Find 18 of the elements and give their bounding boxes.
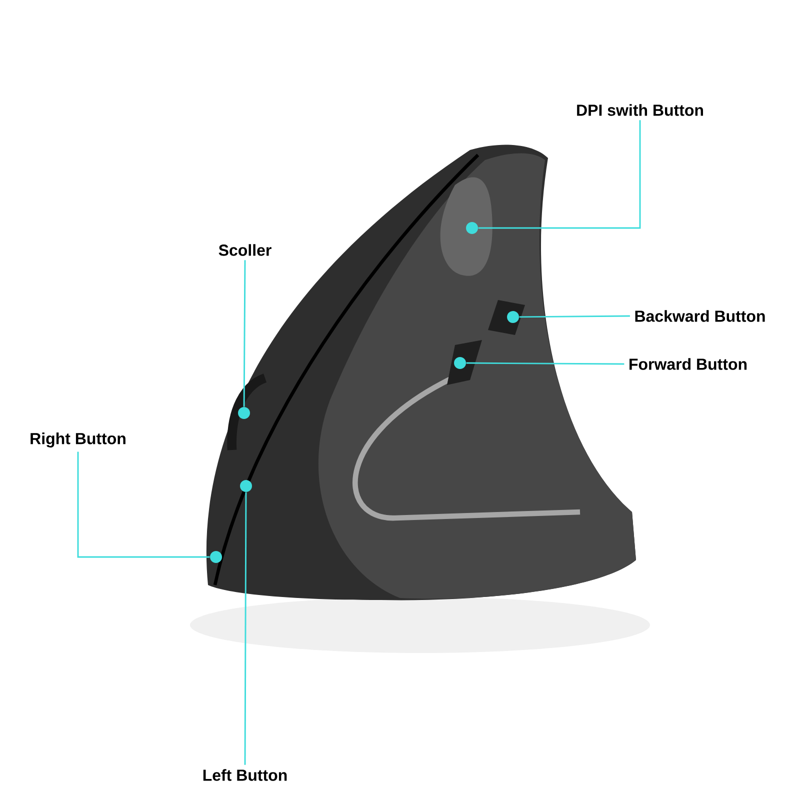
callout-label: Backward Button [635,310,765,322]
leader-line [519,315,630,318]
callout-label: Forward Button [630,358,747,370]
callout-dot [210,551,222,563]
leader-line [77,452,210,558]
callout-label: DPI swith Button [577,104,703,116]
callout-dot [507,311,519,323]
callout-dot [238,407,250,419]
callout-label: Scoller [218,244,272,256]
callout-dot [240,480,252,492]
leader-line [466,362,624,365]
callout-label: Left Button [203,769,287,781]
callout-dot [454,357,466,369]
callout-dot [466,222,478,234]
callout-label: Right Button [30,432,126,448]
leader-line [244,492,247,765]
leader-line [478,120,641,229]
leader-line [243,260,246,407]
